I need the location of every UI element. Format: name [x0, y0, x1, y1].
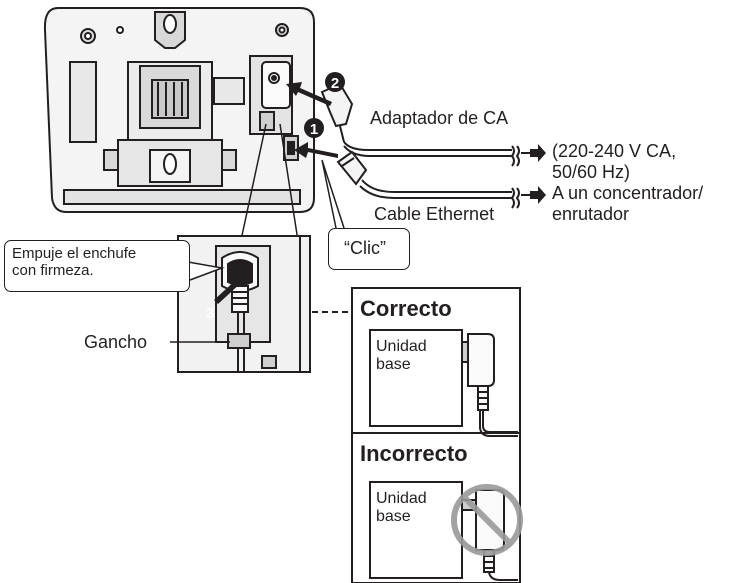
ac-adapter-cable	[344, 142, 530, 166]
ethernet-cable-label: Cable Ethernet	[374, 204, 494, 225]
step1-number: 1	[310, 121, 318, 138]
ac-adapter-plug	[322, 84, 352, 142]
step3-number: 3	[206, 305, 214, 322]
base-unit-back	[45, 8, 314, 212]
ac-arrow-icon	[530, 144, 546, 162]
click-text: “Clic”	[344, 238, 386, 259]
click-pointer	[322, 160, 344, 228]
push-plug-text: Empuje el enchufe con firmeza.	[12, 245, 136, 280]
incorrect-heading: Incorrecto	[360, 441, 468, 466]
hook-label: Gancho	[84, 332, 147, 353]
correct-base-unit-label: Unidad base	[376, 338, 427, 375]
zoom-panel	[178, 236, 310, 372]
step2-number: 2	[331, 75, 339, 92]
voltage-label: (220-240 V CA, 50/60 Hz)	[552, 141, 676, 182]
correct-heading: Correcto	[360, 296, 452, 321]
incorrect-base-unit-label: Unidad base	[376, 490, 427, 527]
ethernet-arrow-icon	[530, 186, 546, 204]
hub-router-label: A un concentrador/ enrutador	[552, 183, 703, 224]
ac-adapter-label: Adaptador de CA	[370, 108, 508, 129]
ethernet-plug	[338, 152, 366, 184]
